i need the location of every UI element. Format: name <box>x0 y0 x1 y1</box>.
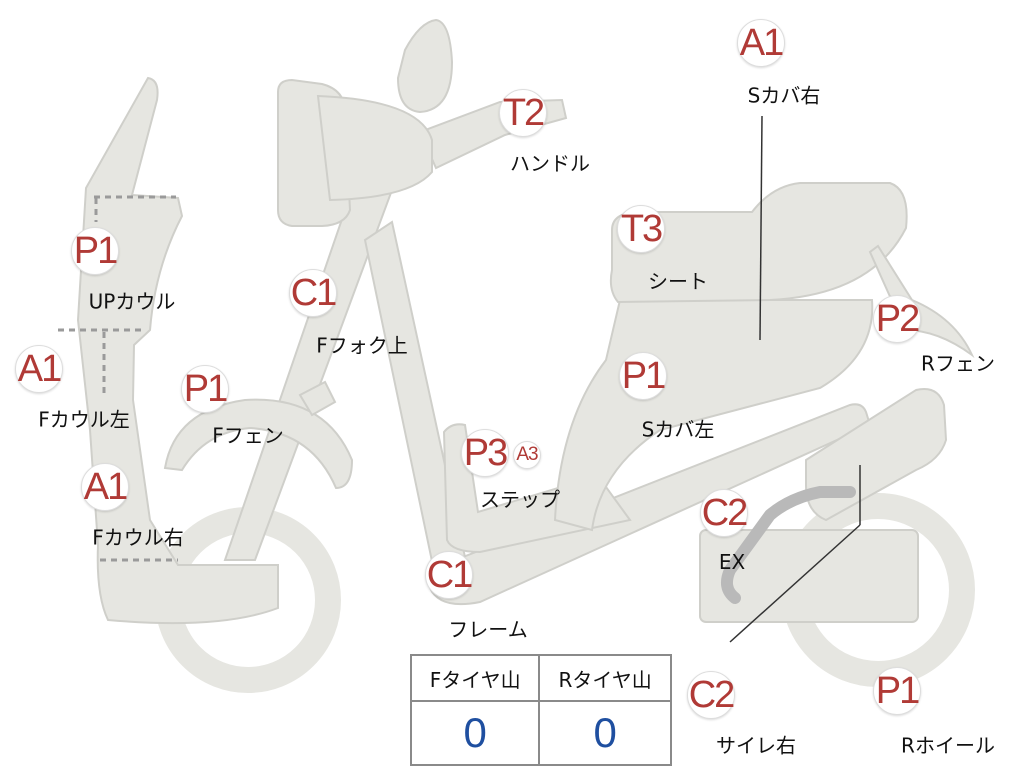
part-label: Fフォク上 <box>316 333 408 358</box>
part-label: UPカウル <box>88 289 176 314</box>
part-badge: C2 <box>700 489 748 537</box>
part-label: Sカバ左 <box>641 417 715 442</box>
part-label: ハンドル <box>510 151 590 176</box>
part-badge: P1 <box>873 667 921 715</box>
tire-tread-table: Fタイヤ山 Rタイヤ山 0 0 <box>409 654 672 766</box>
part-label: サイレ右 <box>716 733 796 758</box>
part-label: Fフェン <box>212 423 284 448</box>
part-label: Fカウル左 <box>38 407 130 432</box>
part-badge: A1 <box>81 463 129 511</box>
part-badge: C2 <box>687 671 735 719</box>
part-badge: A1 <box>15 345 63 393</box>
windscreen <box>396 18 454 114</box>
part-badge: T2 <box>499 89 547 137</box>
part-badge: C1 <box>289 269 337 317</box>
part-badge: P1 <box>181 365 229 413</box>
part-badge: P2 <box>873 295 921 343</box>
part-badge: P1 <box>71 227 119 275</box>
part-badge: C1 <box>425 551 473 599</box>
front-tire-value: 0 <box>409 700 541 766</box>
part-label: Rフェン <box>921 351 995 376</box>
part-badge: T3 <box>617 205 665 253</box>
rear-tire-value: 0 <box>538 700 672 766</box>
head-body <box>316 94 433 202</box>
part-label: Rホイール <box>901 733 995 758</box>
front-tire-header: Fタイヤ山 <box>409 654 541 702</box>
part-badge: P1 <box>619 352 667 400</box>
part-badge-secondary: A3 <box>513 441 541 469</box>
part-label: Fカウル右 <box>92 525 184 550</box>
part-label: Sカバ右 <box>747 83 821 108</box>
part-label: フレーム <box>448 617 528 642</box>
part-badge: A1 <box>737 19 785 67</box>
exhaust-pipe <box>720 486 856 604</box>
part-label: EX <box>718 550 746 574</box>
part-label: シート <box>648 269 708 294</box>
part-badge: P3 <box>461 429 509 477</box>
engine-case <box>699 529 919 623</box>
part-label: ステップ <box>480 487 560 512</box>
rear-tire-header: Rタイヤ山 <box>538 654 672 702</box>
